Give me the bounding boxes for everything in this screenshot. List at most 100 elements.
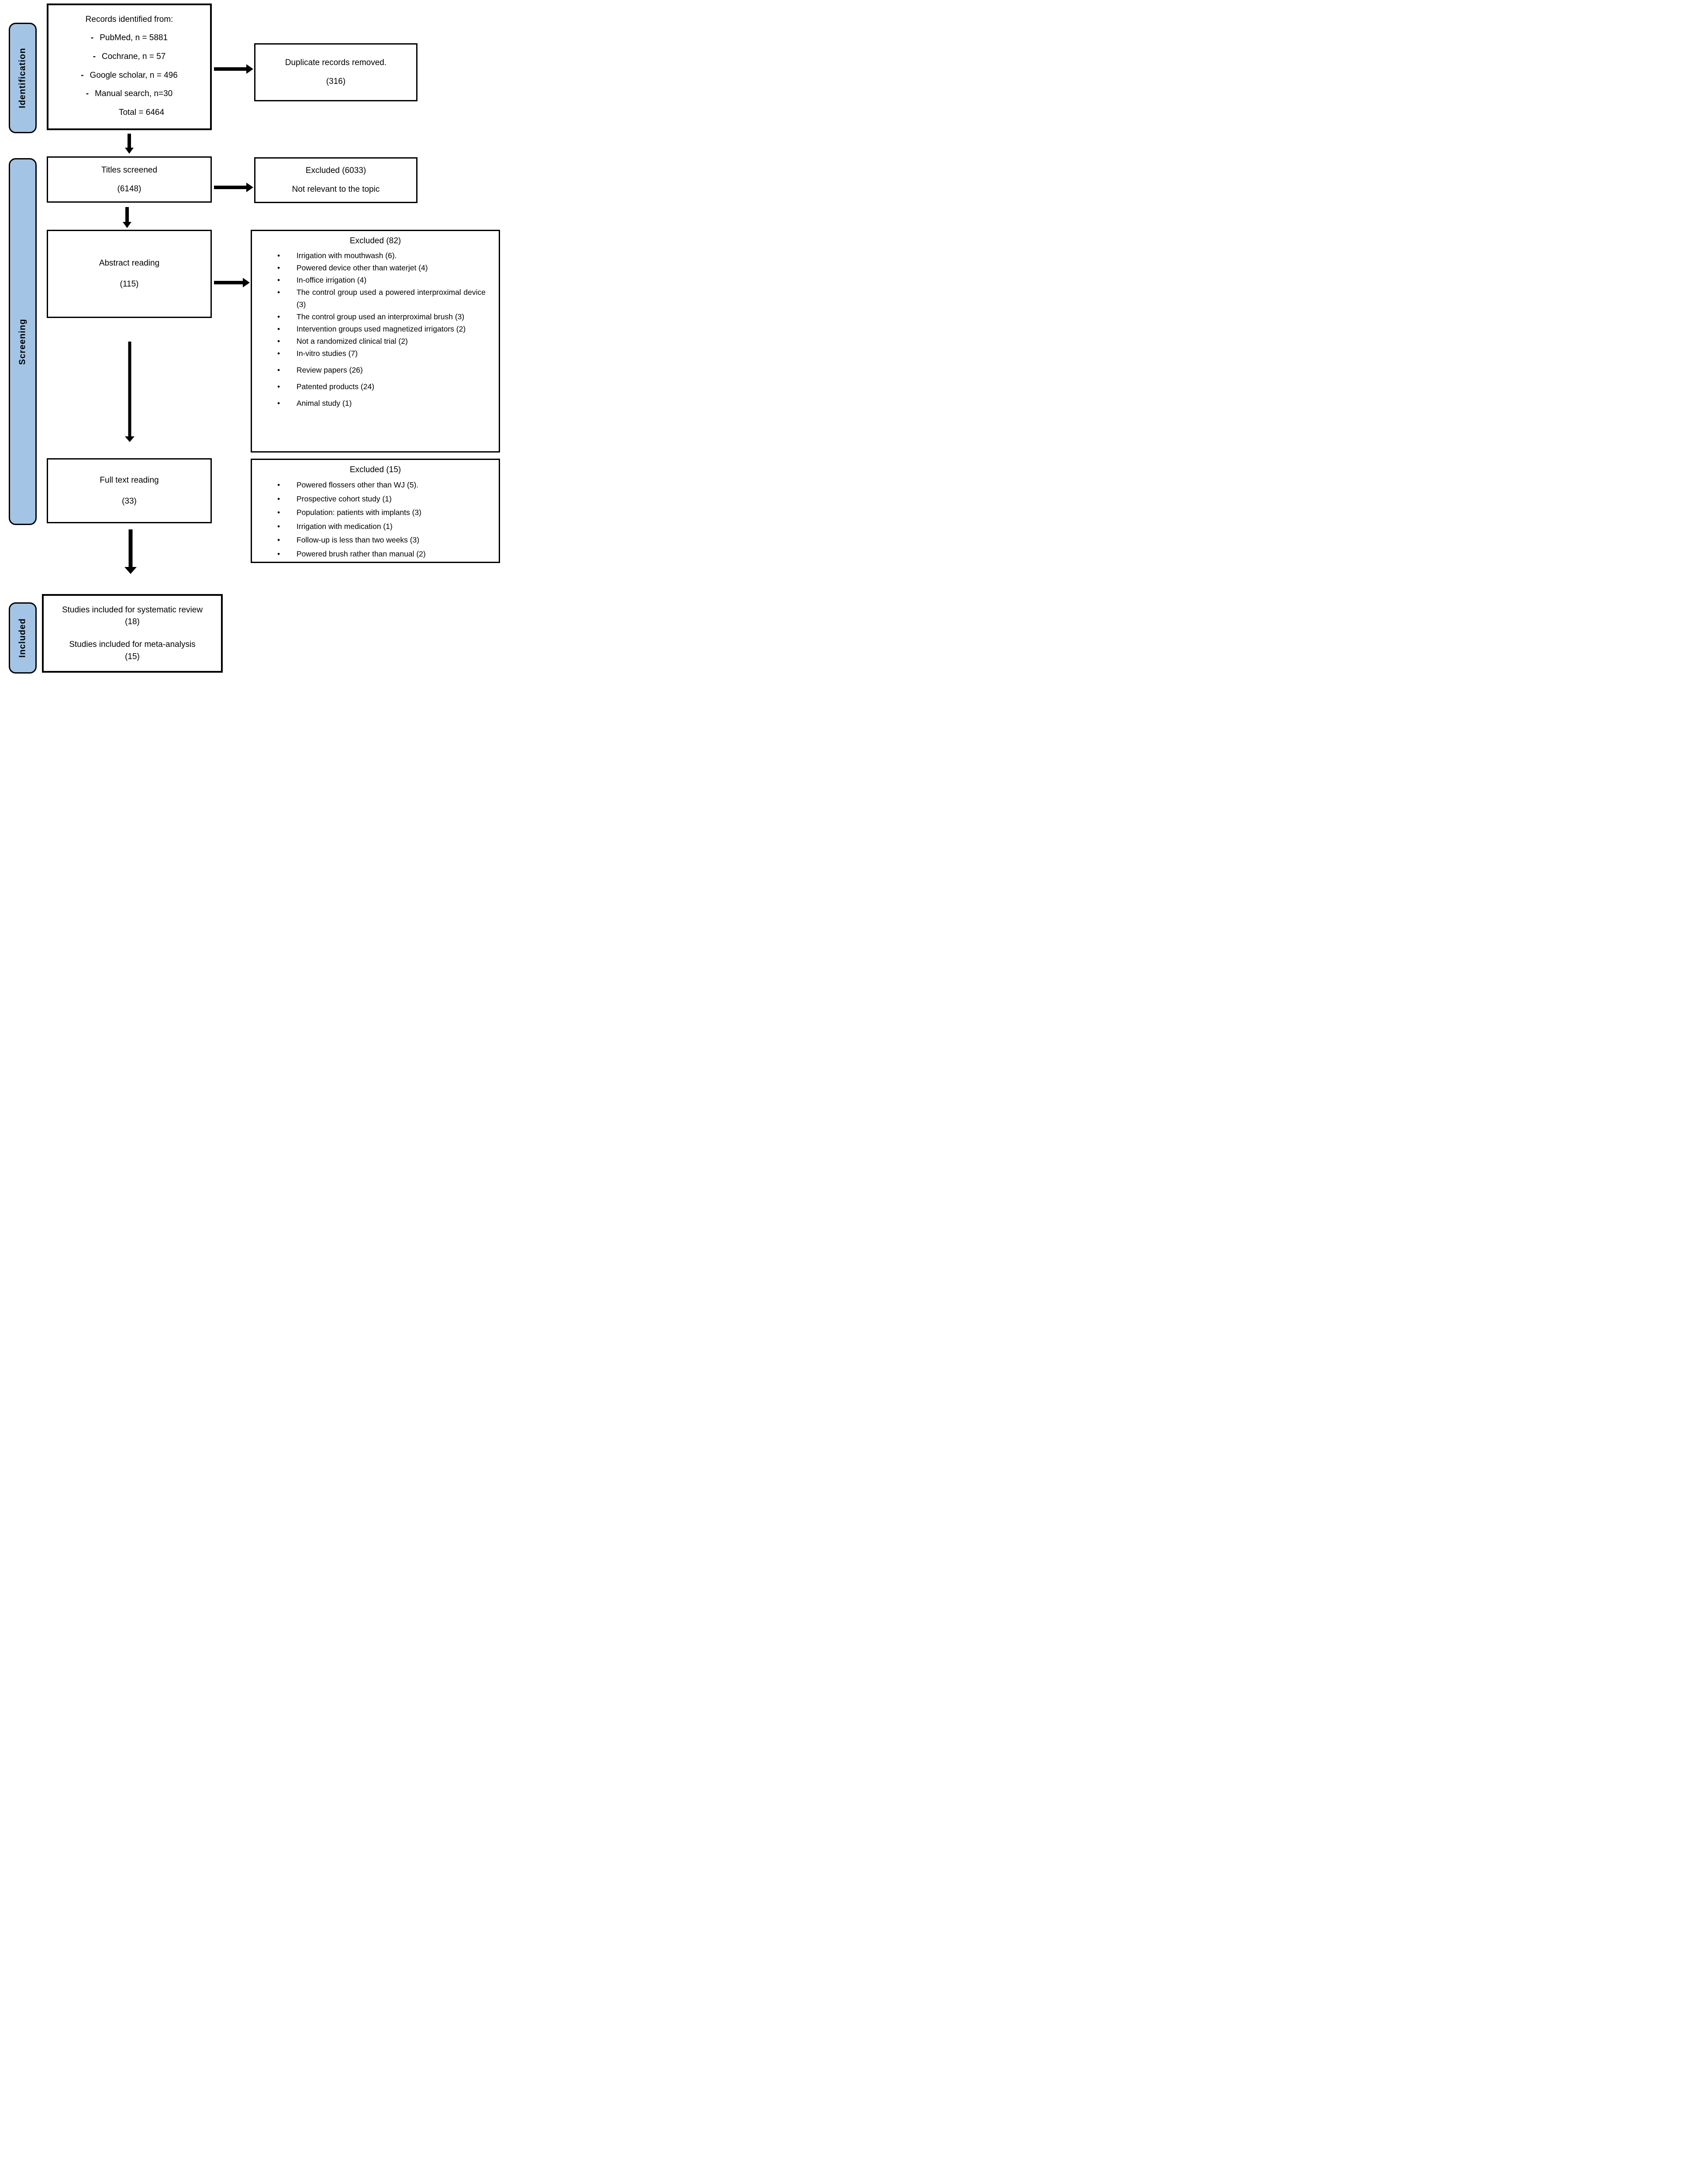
- bullet-marker: •: [277, 325, 280, 333]
- list-item: •The control group used a powered interp…: [252, 286, 499, 311]
- stage-label-included: Included: [17, 618, 28, 658]
- excluded-fulltext-reason-list: • Powered flossers other than WJ (5). •Pro…: [252, 478, 499, 561]
- bullet-marker: •: [277, 263, 280, 272]
- titles-screened-count: (6148): [117, 184, 141, 194]
- list-item: • Irrigation with mouthwash (6).: [252, 249, 499, 262]
- arrow-head: [243, 278, 250, 287]
- arrow-records-to-duplicates: [214, 64, 253, 74]
- list-item: • Powered device other than waterjet (4): [252, 262, 499, 274]
- list-item-text: Review papers (26): [297, 366, 363, 374]
- bullet-marker: •: [277, 494, 280, 503]
- arrow-shaft: [214, 281, 244, 284]
- bullet-marker: -: [93, 52, 96, 61]
- arrow-head: [125, 148, 134, 154]
- fulltext-reading-line1: Full text reading: [100, 475, 159, 485]
- list-item-text: In-office irrigation (4): [297, 276, 367, 284]
- arrow-shaft: [125, 207, 129, 223]
- studies-included-box: Studies included for systematic review (…: [42, 594, 223, 673]
- arrow-abstract-to-fulltext: [124, 342, 135, 442]
- list-item: -PubMed, n = 5881: [48, 33, 210, 43]
- list-item-text: Powered device other than waterjet (4): [297, 263, 428, 272]
- list-item: -Manual search, n=30: [48, 89, 210, 99]
- list-item: • Powered brush rather than manual (2): [252, 547, 499, 561]
- list-item-text: Population: patients with implants (3): [297, 508, 421, 517]
- arrow-fulltext-to-included: [124, 529, 137, 574]
- list-item: • Follow-up is less than two weeks (3): [252, 533, 499, 547]
- list-item-text: Manual search, n=30: [95, 89, 173, 99]
- arrow-shaft: [128, 342, 131, 437]
- list-item: • Review papers (26): [252, 364, 499, 376]
- list-item: • Irrigation with medication (1): [252, 520, 499, 534]
- list-item: • The control group used an interproximal…: [252, 311, 499, 323]
- bullet-marker: •: [277, 312, 280, 321]
- list-item: • In-office irrigation (4): [252, 274, 499, 286]
- studies-included-meta: Studies included for meta-analysis (15): [69, 640, 196, 661]
- bullet-marker: •: [277, 382, 280, 391]
- list-item-text: Powered brush rather than manual (2): [297, 549, 426, 558]
- bullet-marker: •: [277, 549, 280, 558]
- list-item-text: The control group used an interproximal …: [297, 312, 465, 321]
- stage-tab-screening: Screening: [9, 158, 37, 525]
- bullet-marker: -: [86, 89, 89, 99]
- list-item-text: Powered flossers other than WJ (5).: [297, 480, 419, 489]
- list-item-text: PubMed, n = 5881: [100, 33, 168, 42]
- list-item: •In-vitro studies (7): [252, 347, 499, 359]
- fulltext-reading-box: Full text reading (33): [47, 458, 212, 523]
- arrow-titles-to-abstract: [122, 207, 132, 228]
- bullet-marker: •: [277, 276, 280, 284]
- list-item: •Not a randomized clinical trial (2): [252, 335, 499, 347]
- bullet-marker: •: [277, 366, 280, 374]
- excluded-fulltext-title: Excluded (15): [349, 465, 401, 474]
- arrow-shaft: [214, 67, 247, 71]
- list-item: -Google scholar, n = 496: [48, 71, 210, 81]
- list-item-text: Cochrane, n = 57: [102, 52, 166, 61]
- excluded-abstract-title: Excluded (82): [349, 236, 401, 245]
- list-item-text: Google scholar, n = 496: [90, 70, 178, 80]
- stage-tab-identification: Identification: [9, 23, 37, 133]
- list-item-text: Irrigation with medication (1): [297, 522, 393, 531]
- list-item-text: In-vitro studies (7): [297, 349, 358, 358]
- arrow-head: [125, 436, 135, 442]
- list-item: •Animal study (1): [252, 397, 499, 409]
- list-item: • Intervention groups used magnetized irr…: [252, 323, 499, 335]
- arrow-records-to-titles: [124, 134, 135, 154]
- duplicates-removed-count: (316): [326, 77, 346, 86]
- excluded-abstract-reason-list: • Irrigation with mouthwash (6). • Powered …: [252, 249, 499, 409]
- arrow-head: [246, 64, 253, 74]
- list-item-text: Not a randomized clinical trial (2): [297, 337, 408, 346]
- duplicates-removed-box: Duplicate records removed. (316): [254, 43, 417, 101]
- titles-screened-line1: Titles screened: [101, 165, 158, 175]
- list-item: • Population: patients with implants (3): [252, 506, 499, 520]
- stage-label-identification: Identification: [17, 48, 28, 108]
- fulltext-reading-count: (33): [122, 496, 137, 506]
- list-item-text: Follow-up is less than two weeks (3): [297, 536, 420, 544]
- arrow-abstract-to-excluded: [214, 277, 250, 288]
- bullet-marker: •: [277, 536, 280, 544]
- list-item-text: Irrigation with mouthwash (6).: [297, 251, 397, 260]
- stage-label-screening: Screening: [17, 318, 28, 365]
- excluded-titles-count: Excluded (6033): [305, 166, 366, 175]
- bullet-marker: -: [90, 33, 94, 42]
- studies-included-systematic: Studies included for systematic review (…: [62, 605, 203, 627]
- bullet-marker: •: [277, 251, 280, 260]
- duplicates-removed-line1: Duplicate records removed.: [285, 58, 387, 67]
- arrow-titles-to-excluded: [214, 182, 253, 193]
- list-item: -Cochrane, n = 57: [48, 52, 210, 62]
- arrow-shaft: [128, 134, 131, 149]
- list-item-text: Intervention groups used magnetized irri…: [297, 325, 466, 333]
- records-source-list: -PubMed, n = 5881-Cochrane, n = 57-Googl…: [48, 33, 210, 99]
- bullet-marker: •: [277, 508, 280, 517]
- excluded-titles-reason: Not relevant to the topic: [292, 185, 380, 194]
- bullet-marker: •: [277, 522, 280, 531]
- records-box-title: Records identified from:: [85, 15, 173, 24]
- prisma-flow-diagram: Identification Screening Included Record…: [0, 0, 506, 676]
- bullet-marker: •: [277, 288, 280, 297]
- arrow-head: [123, 222, 131, 228]
- list-item-text: Patented products (24): [297, 382, 375, 391]
- excluded-titles-box: Excluded (6033) Not relevant to the topi…: [254, 157, 417, 203]
- arrow-shaft: [128, 529, 133, 569]
- list-item: •Prospective cohort study (1): [252, 492, 499, 506]
- list-item: • Patented products (24): [252, 380, 499, 393]
- arrow-head: [124, 567, 137, 574]
- stage-tab-included: Included: [9, 602, 37, 674]
